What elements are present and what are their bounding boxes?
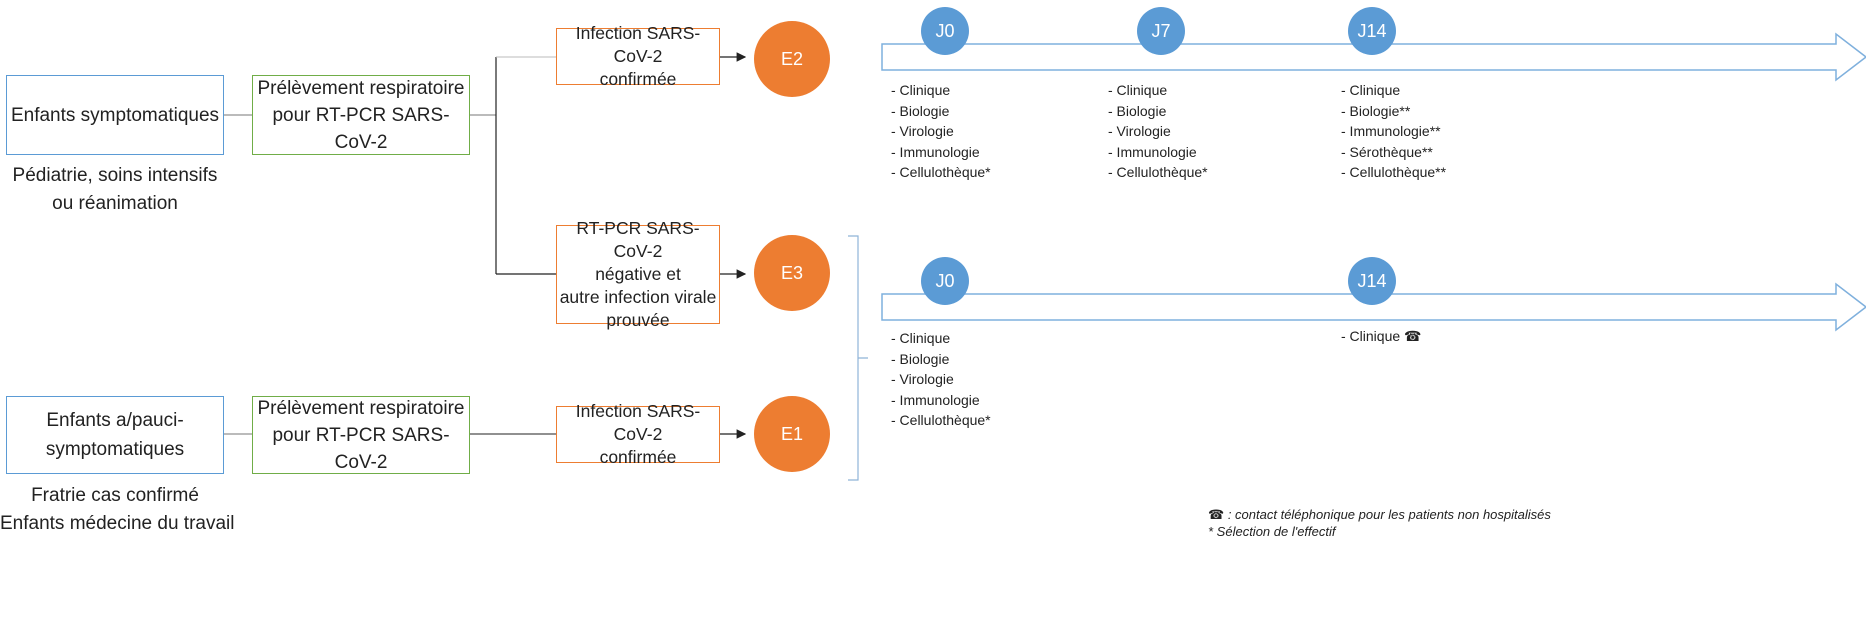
- list-item: - Clinique: [891, 330, 951, 346]
- list-j0-bottom: - Clinique - Biologie - Virologie - Immu…: [891, 328, 991, 431]
- outcome-e2-box: Infection SARS-CoV-2 confirmée: [556, 23, 720, 89]
- day-j0-bottom: J0: [921, 257, 969, 305]
- footnote-phone: ☎ : contact téléphonique pour les patien…: [1208, 507, 1551, 522]
- outcome-e1-box: Infection SARS-CoV-2 confirmée: [556, 401, 720, 467]
- group-symptomatic-label: Enfants symptomatiques: [10, 104, 220, 126]
- outcome-e3-box: RT-PCR SARS-CoV-2 négative et autre infe…: [556, 218, 720, 330]
- list-item: - Cellulothèque**: [1341, 164, 1447, 180]
- list-j7-top: - Clinique - Biologie - Virologie - Immu…: [1108, 80, 1208, 183]
- timeline-arrow-bottom: [881, 282, 1866, 332]
- list-item: - Biologie**: [1341, 102, 1411, 119]
- list-item: - Immunologie**: [1341, 123, 1441, 139]
- day-j0-top: J0: [921, 7, 969, 55]
- list-item: - Virologie: [891, 371, 954, 387]
- group-e2-circle: E2: [754, 21, 830, 97]
- timeline-arrow-top: [881, 32, 1866, 82]
- group-paucisymptomatic-box: Enfants a/pauci- symptomatiques: [6, 396, 224, 474]
- group-symptomatic-box: Enfants symptomatiques: [6, 75, 224, 155]
- group-e3-circle: E3: [754, 235, 830, 311]
- list-item: - Virologie: [1108, 123, 1171, 139]
- list-item: - Clinique: [1108, 82, 1168, 98]
- sampling-box-top: Prélèvement respiratoire pour RT-PCR SAR…: [252, 75, 470, 155]
- day-j14-bottom: J14: [1348, 257, 1396, 305]
- list-item: - Biologie: [891, 350, 950, 367]
- list-item: - Immunologie: [891, 143, 980, 160]
- list-item: - Cellulothèque*: [1108, 164, 1208, 180]
- list-item: - Immunologie: [1108, 143, 1197, 160]
- list-j14-top: - Clinique - Biologie** - Immunologie** …: [1341, 80, 1446, 183]
- grouping-bracket: [848, 235, 868, 481]
- list-j14-bottom: - Clinique ☎: [1341, 326, 1421, 347]
- day-j7-top: J7: [1137, 7, 1185, 55]
- telephone-icon: ☎: [1208, 507, 1225, 522]
- list-item: - Virologie: [891, 123, 954, 139]
- list-item: - Immunologie: [891, 391, 980, 408]
- list-item: - Cellulothèque*: [891, 412, 991, 428]
- list-item: - Biologie: [1108, 102, 1167, 119]
- group-e1-circle: E1: [754, 396, 830, 472]
- list-item: - Clinique: [1341, 328, 1401, 344]
- list-item: - Sérothèque**: [1341, 143, 1433, 160]
- list-item: - Clinique: [891, 82, 951, 98]
- footnote-selection: * Sélection de l'effectif: [1208, 524, 1336, 539]
- list-item: - Biologie: [891, 102, 950, 119]
- group-paucisymptomatic-caption: Fratrie cas confirmé Enfants médecine du…: [0, 485, 235, 534]
- telephone-icon: ☎: [1404, 328, 1422, 344]
- list-item: - Cellulothèque*: [891, 164, 991, 180]
- sampling-box-bottom: Prélèvement respiratoire pour RT-PCR SAR…: [252, 396, 470, 474]
- group-symptomatic-caption: Pédiatrie, soins intensifs ou réanimatio…: [12, 165, 218, 214]
- list-item: - Clinique: [1341, 82, 1401, 98]
- list-j0-top: - Clinique - Biologie - Virologie - Immu…: [891, 80, 991, 183]
- day-j14-top: J14: [1348, 7, 1396, 55]
